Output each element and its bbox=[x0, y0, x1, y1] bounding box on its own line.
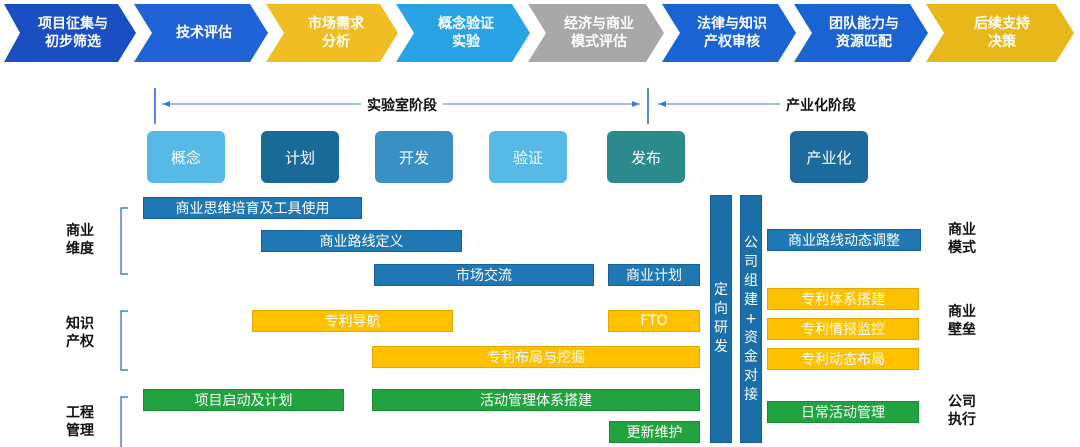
label-biz-barrier: 商业 壁垒 bbox=[948, 304, 976, 338]
bar-label: 专利体系搭建 bbox=[801, 292, 885, 308]
label-company-exec: 公司 执行 bbox=[948, 394, 976, 428]
vbar-label: 定 向 研 发 bbox=[714, 282, 728, 355]
chevron-shape bbox=[662, 4, 796, 62]
bar-patent-navigation: 专利导航 bbox=[252, 310, 453, 332]
chevron-shape bbox=[794, 4, 928, 62]
arrowhead-right bbox=[632, 101, 640, 107]
bar-label: 项目启动及计划 bbox=[194, 393, 293, 409]
chevron-text: 技术评估 bbox=[176, 25, 232, 41]
stage-label: 计划 bbox=[284, 148, 315, 167]
chevron-text: 后续支持 决策 bbox=[974, 16, 1030, 50]
stage-develop: 开发 bbox=[375, 131, 453, 183]
bar-market-exchange: 市场交流 bbox=[374, 264, 594, 286]
bar-biz-plan: 商业计划 bbox=[608, 264, 700, 286]
bar-label: 日常活动管理 bbox=[801, 405, 885, 421]
stage-label: 概念 bbox=[170, 148, 201, 167]
chevron-text: 法律与知识 产权审核 bbox=[697, 16, 767, 50]
chevron-shape bbox=[926, 4, 1074, 62]
stage-label: 验证 bbox=[512, 148, 543, 167]
chevron-label-tech-eval: 技术评估 bbox=[148, 12, 260, 54]
bar-label: 商业路线动态调整 bbox=[788, 233, 900, 249]
chevron-text: 市场需求 分析 bbox=[308, 16, 364, 50]
vbar-directed-rd: 定 向 研 发 bbox=[710, 195, 732, 443]
chevron-label-follow-up: 后续支持 决策 bbox=[942, 12, 1062, 54]
lab-phase-label: 实验室阶段 bbox=[361, 95, 443, 115]
bar-label: 商业路线定义 bbox=[319, 234, 404, 250]
chevron-shape bbox=[134, 4, 268, 62]
bar-label: 市场交流 bbox=[456, 268, 512, 284]
process-chevron-row bbox=[4, 4, 1074, 62]
stage-release: 发布 bbox=[607, 131, 685, 183]
industrial-phase-label: 产业化阶段 bbox=[780, 95, 862, 115]
bar-fto: FTO bbox=[608, 310, 700, 332]
stage-industrialization: 产业化 bbox=[790, 131, 868, 183]
stage-concept: 概念 bbox=[147, 131, 225, 183]
chevron-label-market-analysis: 市场需求 分析 bbox=[280, 12, 392, 54]
stage-label: 开发 bbox=[398, 148, 429, 167]
chevron-text: 经济与商业 模式评估 bbox=[564, 16, 634, 50]
bar-activity-system: 活动管理体系搭建 bbox=[372, 389, 700, 411]
stage-verify: 验证 bbox=[489, 131, 567, 183]
chevron-text: 概念验证 实验 bbox=[438, 16, 494, 50]
vbar-company-funding: 公 司 组 建 + 资 金 对 接 bbox=[740, 195, 762, 443]
bar-patent-system: 专利体系搭建 bbox=[767, 288, 919, 310]
bracket-business bbox=[120, 207, 128, 275]
chevron-text: 项目征集与 初步筛选 bbox=[38, 16, 108, 50]
bar-label: 专利情报监控 bbox=[801, 322, 885, 338]
dimension-engineering: 工程 管理 bbox=[66, 405, 94, 439]
bar-label: 专利动态布局 bbox=[801, 352, 885, 368]
bar-label: 更新维护 bbox=[626, 425, 683, 441]
vbar-label: 公 司 组 建 + 资 金 对 接 bbox=[744, 234, 758, 403]
bar-project-start: 项目启动及计划 bbox=[143, 389, 344, 411]
bar-label: 专利导航 bbox=[324, 314, 381, 330]
chevron-label-concept-verify: 概念验证 实验 bbox=[410, 12, 522, 54]
label-biz-model: 商业 模式 bbox=[948, 222, 976, 256]
stage-plan: 计划 bbox=[261, 131, 339, 183]
chevron-label-team-resource: 团队能力与 资源匹配 bbox=[808, 12, 920, 54]
bar-daily-activity: 日常活动管理 bbox=[767, 401, 919, 423]
chevron-shape bbox=[4, 4, 136, 62]
bar-label: 商业思维培育及工具使用 bbox=[175, 201, 330, 217]
bar-biz-route: 商业路线定义 bbox=[261, 230, 462, 252]
bar-label: FTO bbox=[640, 313, 668, 329]
bar-patent-intel: 专利情报监控 bbox=[767, 318, 919, 340]
bar-update-maintenance: 更新维护 bbox=[609, 421, 700, 443]
dimension-business: 商业 维度 bbox=[66, 223, 94, 257]
bar-label: 专利布局与挖掘 bbox=[487, 350, 585, 366]
arrowhead-left bbox=[162, 101, 170, 107]
chevron-shape bbox=[396, 4, 530, 62]
bar-patent-dynamic: 专利动态布局 bbox=[767, 348, 919, 370]
chevron-shape bbox=[528, 4, 664, 62]
arrowhead-industrial bbox=[658, 101, 666, 107]
bar-label: 商业计划 bbox=[626, 268, 682, 284]
bar-patent-layout: 专利布局与挖掘 bbox=[372, 346, 700, 368]
stage-label: 产业化 bbox=[806, 148, 852, 167]
bracket-ip bbox=[120, 310, 128, 371]
dimension-ip: 知识 产权 bbox=[66, 316, 94, 350]
stage-label: 发布 bbox=[630, 148, 661, 167]
bar-biz-thinking: 商业思维培育及工具使用 bbox=[143, 197, 362, 219]
chevron-label-economic-eval: 经济与商业 模式评估 bbox=[542, 12, 656, 54]
chevron-label-legal-ip: 法律与知识 产权审核 bbox=[676, 12, 788, 54]
chevron-label-project-collection: 项目征集与 初步筛选 bbox=[18, 12, 128, 54]
bracket-engineering bbox=[120, 396, 128, 447]
bar-biz-route-adjust: 商业路线动态调整 bbox=[767, 229, 921, 251]
chevron-text: 团队能力与 资源匹配 bbox=[829, 16, 899, 50]
chevron-shape bbox=[266, 4, 398, 62]
bar-label: 活动管理体系搭建 bbox=[480, 393, 592, 409]
